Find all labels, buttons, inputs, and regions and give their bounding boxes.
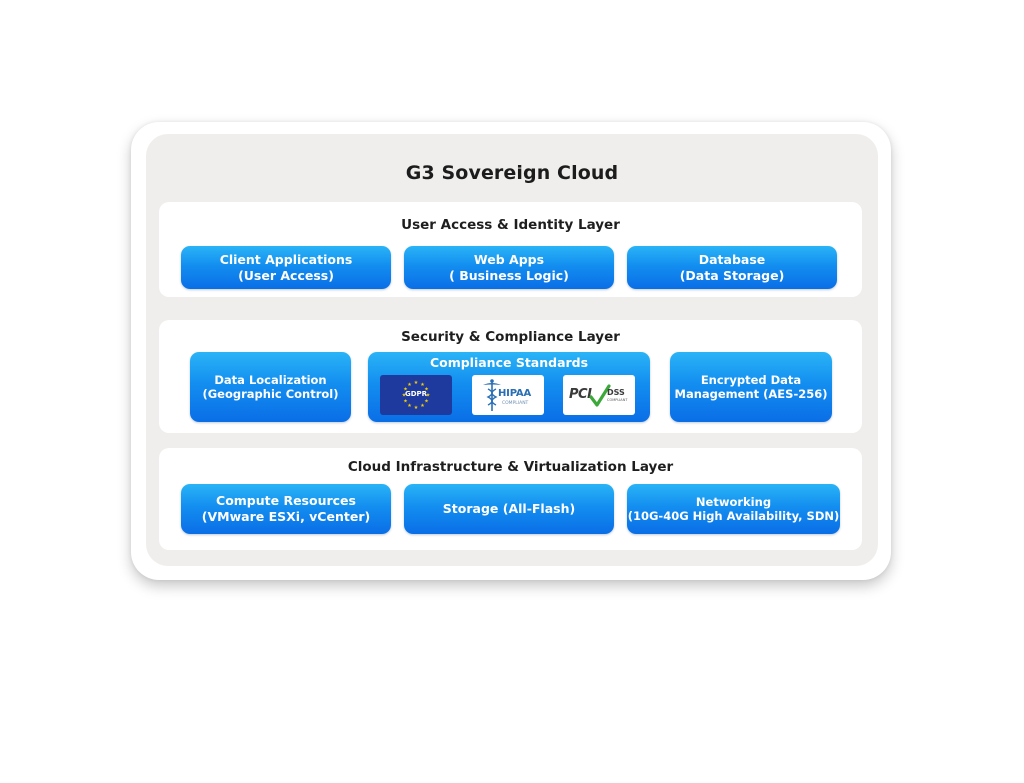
box-line2: (Data Storage)	[679, 267, 785, 283]
dss-sublabel: COMPLIANT	[607, 398, 628, 402]
svg-text:★: ★	[420, 382, 425, 388]
diagram-title: G3 Sovereign Cloud	[405, 162, 619, 184]
svg-text:★: ★	[403, 387, 408, 393]
box-line1: Encrypted Data	[700, 372, 802, 387]
box-line2: (VMware ESXi, vCenter)	[201, 509, 371, 524]
layer-title: Security & Compliance Layer	[401, 329, 620, 345]
database-box: Database (Data Storage)	[627, 246, 837, 289]
box-line2: (User Access)	[238, 267, 334, 283]
svg-text:★: ★	[414, 380, 419, 386]
svg-text:★: ★	[402, 393, 407, 399]
storage-box: Storage (All-Flash)	[404, 484, 614, 534]
box-line2: (Geographic Control)	[202, 387, 339, 401]
layer-title: Cloud Infrastructure & Virtualization La…	[347, 459, 674, 475]
box-line1: Storage (All-Flash)	[442, 501, 576, 517]
box-line2: (10G-40G High Availability, SDN)	[627, 509, 840, 523]
client-applications-box: Client Applications (User Access)	[181, 246, 391, 289]
svg-text:★: ★	[420, 403, 425, 409]
box-line1: Web Apps	[473, 251, 545, 267]
box-line1: Database	[698, 251, 766, 267]
box-line2: Management (AES-256)	[674, 387, 828, 401]
box-line1: Data Localization	[214, 372, 327, 387]
box-line1: Client Applications	[219, 251, 353, 267]
hipaa-label: HIPAA	[498, 388, 531, 399]
svg-text:★: ★	[407, 403, 412, 409]
compute-resources-box: Compute Resources (VMware ESXi, vCenter)	[181, 484, 391, 534]
checkmark-icon	[589, 384, 611, 407]
hipaa-logo: HIPAA COMPLIANT	[472, 375, 544, 415]
web-apps-box: Web Apps ( Business Logic)	[404, 246, 614, 289]
svg-text:★: ★	[424, 399, 429, 405]
svg-text:★: ★	[407, 382, 412, 388]
networking-box: Networking (10G-40G High Availability, S…	[627, 484, 840, 534]
svg-text:★: ★	[426, 393, 431, 399]
gdpr-stars-icon: ★ ★ ★ ★ ★ ★ ★ ★ ★ ★ ★ ★	[402, 380, 431, 411]
encrypted-data-box: Encrypted Data Management (AES-256)	[670, 352, 832, 422]
data-localization-box: Data Localization (Geographic Control)	[190, 352, 351, 422]
layer-title: User Access & Identity Layer	[401, 217, 620, 233]
pci-label: PCI	[569, 387, 592, 402]
hipaa-sublabel: COMPLIANT	[502, 401, 529, 406]
pci-dss-logo: PCI DSS COMPLIANT	[563, 375, 635, 415]
svg-text:★: ★	[414, 405, 419, 411]
gdpr-logo: ★ ★ ★ ★ ★ ★ ★ ★ ★ ★ ★ ★ GDPR	[380, 375, 452, 415]
caduceus-icon	[483, 379, 501, 411]
box-line1: Networking	[695, 494, 772, 509]
svg-text:★: ★	[424, 387, 429, 393]
svg-text:★: ★	[403, 399, 408, 405]
gdpr-label: GDPR	[404, 390, 428, 398]
box-line1: Compute Resources	[216, 493, 356, 509]
box-line1: Compliance Standards	[429, 355, 589, 370]
dss-label: DSS	[607, 388, 625, 397]
box-line2: ( Business Logic)	[449, 267, 569, 283]
